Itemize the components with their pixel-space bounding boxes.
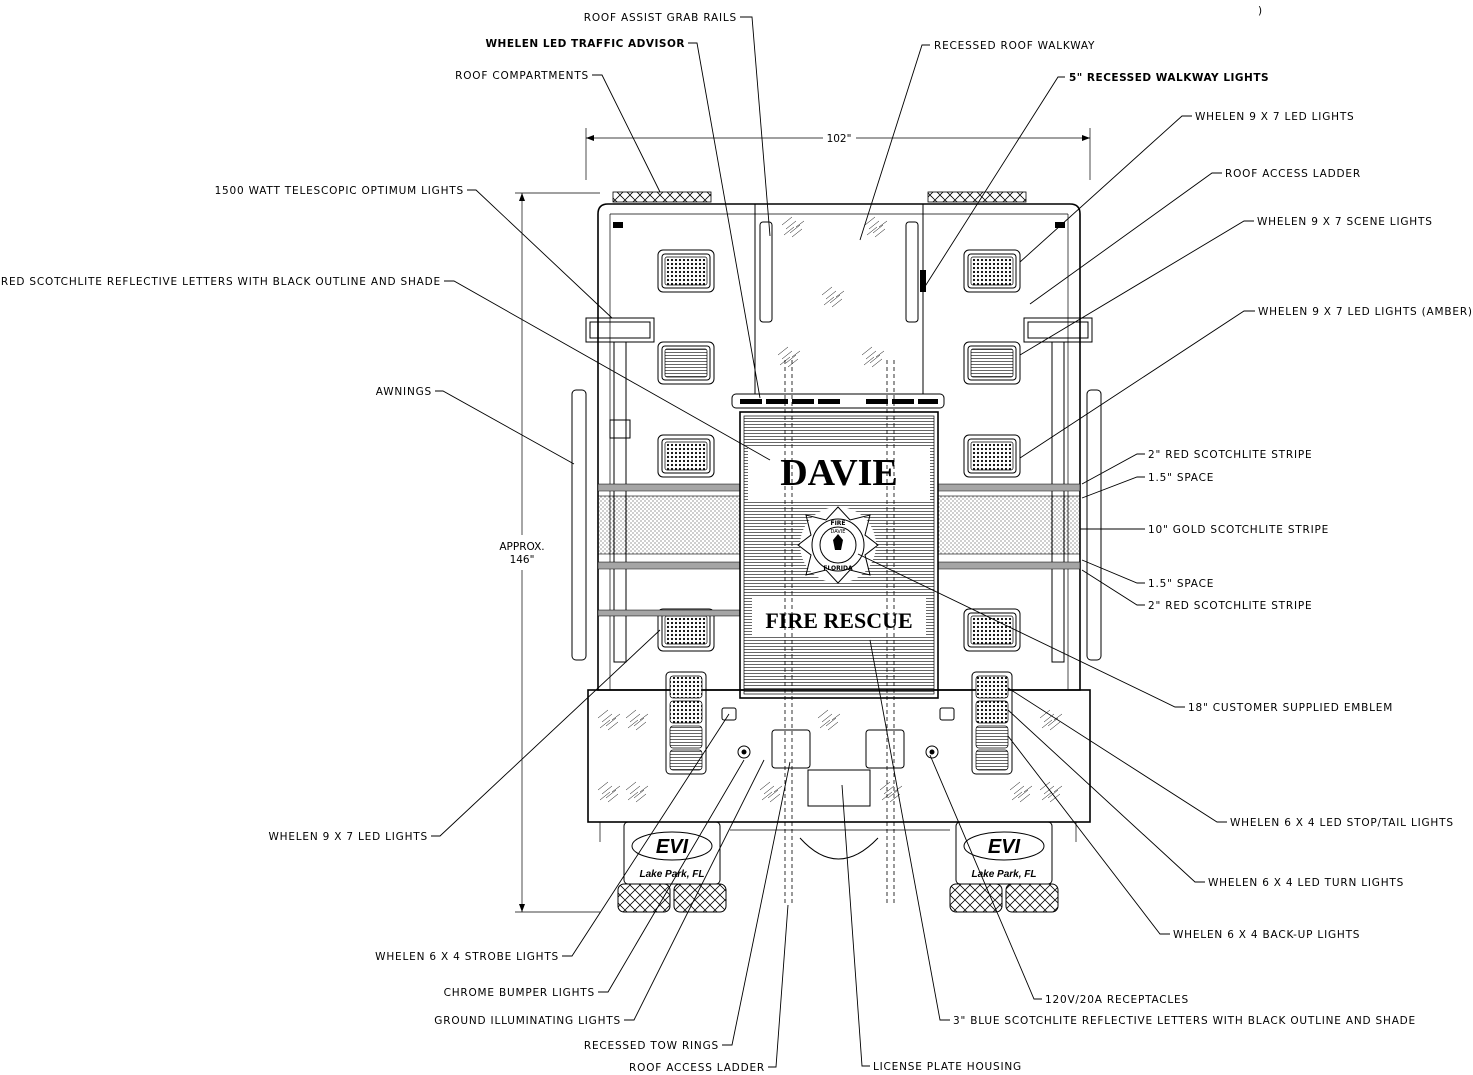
tire-right-inner [949,883,1003,913]
tire-left-inner [673,883,727,913]
svg-text:FLORIDA: FLORIDA [823,565,853,572]
label-traffic-advisor: WHELEN LED TRAFFIC ADVISOR [485,38,685,50]
label-roof-access-ladder-bottom: ROOF ACCESS LADDER [629,1062,765,1074]
door-dept-lettering: FIRE RESCUE [765,608,912,633]
truck-body: DAVIE FIRE RESCUE FIRE DAVIE FLORIDA [571,191,1102,913]
label-whelen-9x7-bottom: WHELEN 9 X 7 LED LIGHTS [268,831,428,843]
label-stop-tail: WHELEN 6 X 4 LED STOP/TAIL LIGHTS [1230,817,1454,829]
height-dimension-line2: 146" [510,554,535,566]
label-red-stripe-top: 2" RED SCOTCHLITE STRIPE [1148,449,1312,461]
svg-text:DAVIE: DAVIE [831,529,846,535]
label-space-bottom: 1.5" SPACE [1148,578,1214,590]
label-chrome-bumper: CHROME BUMPER LIGHTS [444,987,595,999]
recessed-roof-walkway [754,203,924,395]
mudflap-left: EVI Lake Park, FL [623,821,721,885]
label-tow-rings: RECESSED TOW RINGS [584,1040,719,1052]
label-awnings: AWNINGS [376,386,432,398]
corner-mark: ) [1258,5,1263,17]
label-roof-access-ladder-top: ROOF ACCESS LADDER [1225,168,1361,180]
label-space-top: 1.5" SPACE [1148,472,1214,484]
label-gold-stripe: 10" GOLD SCOTCHLITE STRIPE [1148,524,1329,536]
traffic-advisor [731,393,945,409]
callout-labels: ROOF ASSIST GRAB RAILS WHELEN LED TRAFFI… [0,12,1473,1074]
svg-text:EVI: EVI [656,836,689,858]
gold-stripe-left [597,495,741,555]
tire-right-outer [1005,883,1059,913]
label-backup-lights: WHELEN 6 X 4 BACK-UP LIGHTS [1173,929,1360,941]
label-customer-emblem: 18" CUSTOMER SUPPLIED EMBLEM [1188,702,1393,714]
label-whelen-9x7-amber: WHELEN 9 X 7 LED LIGHTS (AMBER) [1258,306,1473,318]
label-roof-compartments: ROOF COMPARTMENTS [455,70,589,82]
leader-lines [431,16,1255,1068]
mudflap-right: EVI Lake Park, FL [955,821,1053,885]
rear-roll-up-door [739,411,939,699]
rear-bumper-panel [587,689,1091,823]
roof-compartment-right [927,191,1027,203]
license-plate-housing [807,769,871,807]
label-strobe-lights: WHELEN 6 X 4 STROBE LIGHTS [375,951,559,963]
label-whelen-9x7-top: WHELEN 9 X 7 LED LIGHTS [1195,111,1355,123]
label-scene-lights: WHELEN 9 X 7 SCENE LIGHTS [1257,216,1433,228]
awning-right [1086,389,1102,661]
svg-text:FIRE: FIRE [830,520,845,527]
gold-stripe-right [937,495,1081,555]
height-dimension-line1: APPROX. [499,541,544,553]
svg-text:EVI: EVI [988,836,1021,858]
tail-light-stack-right [971,671,1013,775]
tail-light-stack-left [665,671,707,775]
tire-left-outer [617,883,671,913]
label-license-plate: LICENSE PLATE HOUSING [873,1061,1022,1073]
svg-text:Lake Park, FL: Lake Park, FL [639,869,704,880]
svg-text:Lake Park, FL: Lake Park, FL [971,869,1036,880]
label-telescopic-lights: 1500 WATT TELESCOPIC OPTIMUM LIGHTS [215,185,464,197]
label-turn-lights: WHELEN 6 X 4 LED TURN LIGHTS [1208,877,1404,889]
door-name-lettering: DAVIE [780,452,898,494]
width-dimension-label: 102" [827,133,852,145]
grab-rail-right [905,221,919,323]
label-ground-lights: GROUND ILLUMINATING LIGHTS [434,1015,621,1027]
tow-ring-left [771,729,811,769]
width-dimension: 102" [585,128,1091,180]
customer-emblem: FIRE DAVIE FLORIDA [797,506,879,584]
height-dimension: APPROX. 146" [499,192,600,913]
awning-left [571,389,587,661]
label-recessed-roof-walkway: RECESSED ROOF WALKWAY [934,40,1095,52]
label-red-letters: 6" RED SCOTCHLITE REFLECTIVE LETTERS WIT… [0,276,441,288]
grab-rail-left [759,221,773,323]
roof-compartment-left [612,191,712,203]
label-recessed-walkway-lights: 5" RECESSED WALKWAY LIGHTS [1069,72,1269,84]
label-blue-letters: 3" BLUE SCOTCHLITE REFLECTIVE LETTERS WI… [953,1015,1416,1027]
tow-ring-right [865,729,905,769]
label-roof-assist-grab-rails: ROOF ASSIST GRAB RAILS [584,12,737,24]
label-receptacles: 120V/20A RECEPTACLES [1045,994,1189,1006]
label-red-stripe-bottom: 2" RED SCOTCHLITE STRIPE [1148,600,1312,612]
